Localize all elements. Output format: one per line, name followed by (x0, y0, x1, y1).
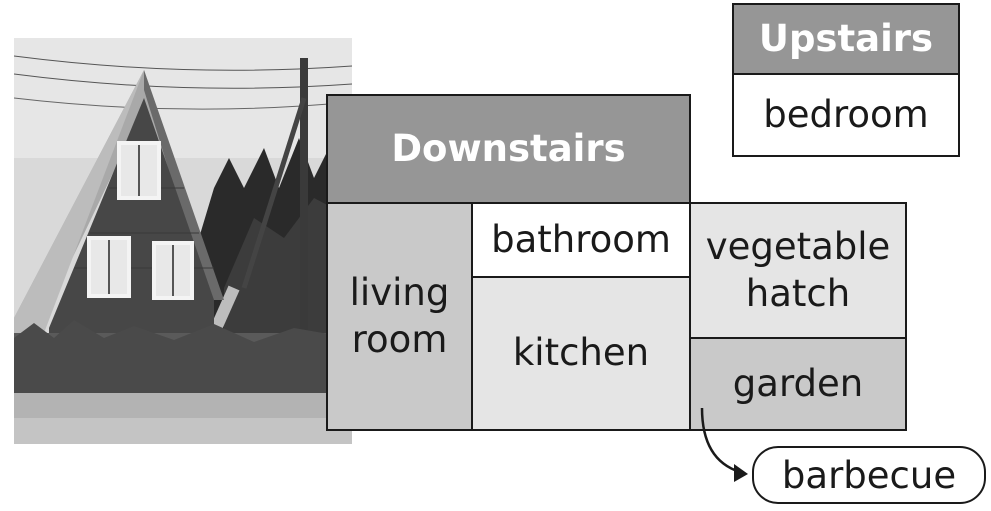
upstairs-header: Upstairs (732, 3, 960, 75)
a-frame-house-image (14, 38, 352, 444)
bedroom-label: bedroom (763, 92, 929, 136)
kitchen-label: kitchen (512, 331, 650, 375)
garden-label: garden (732, 361, 864, 405)
room-living-room: living room (326, 202, 473, 431)
vegetable-hatch-label: vegetable hatch (705, 225, 891, 315)
barbecue-label: barbecue (781, 453, 957, 497)
room-bedroom: bedroom (732, 73, 960, 157)
house-photo (14, 38, 352, 444)
living-room-label: living room (349, 271, 450, 361)
bathroom-label: bathroom (491, 217, 671, 261)
room-garden: garden (689, 337, 907, 431)
room-vegetable-hatch: vegetable hatch (689, 202, 907, 339)
arrow-to-barbecue (700, 407, 748, 482)
upstairs-header-label: Upstairs (758, 16, 934, 60)
barbecue-label-box: barbecue (752, 446, 986, 504)
downstairs-header-label: Downstairs (391, 126, 626, 170)
downstairs-header: Downstairs (326, 94, 691, 204)
room-kitchen: kitchen (471, 276, 691, 431)
room-bathroom: bathroom (471, 202, 691, 278)
